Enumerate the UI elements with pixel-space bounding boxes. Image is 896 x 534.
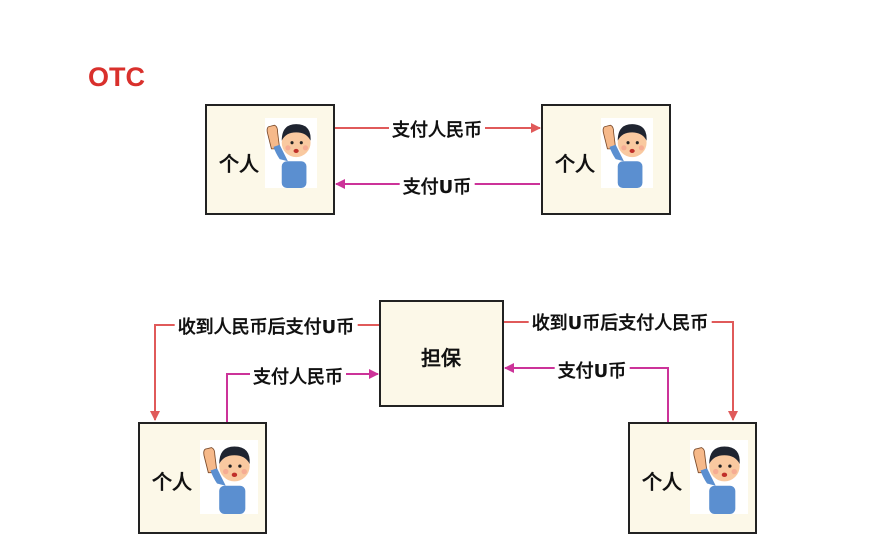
node-label: 个人	[555, 152, 595, 176]
otc-edge-label-pay-u: 支付U币	[399, 173, 475, 199]
person-waving-icon	[601, 118, 653, 188]
otc-edge-label-pay-rmb: 支付人民币	[389, 116, 485, 142]
escrow-edge-label-right-out: 收到U币后支付人民币	[528, 309, 712, 335]
escrow-right-person-node: 个人	[628, 422, 757, 534]
escrow-edge-label-right-in: 支付U币	[554, 357, 630, 383]
node-label: 个人	[642, 470, 682, 494]
otc-right-person-node: 个人	[541, 104, 671, 215]
person-waving-icon	[265, 118, 317, 188]
page-title: OTC	[88, 62, 145, 92]
person-waving-icon	[690, 440, 748, 514]
person-waving-icon	[200, 440, 258, 514]
node-label: 担保	[421, 346, 461, 370]
escrow-edge-label-left-out: 收到人民币后支付U币	[174, 313, 358, 339]
escrow-center-node: 担保	[379, 300, 504, 407]
escrow-edge-label-left-in: 支付人民币	[250, 363, 346, 389]
node-label: 个人	[152, 470, 192, 494]
otc-left-person-node: 个人	[205, 104, 335, 215]
node-label: 个人	[219, 152, 259, 176]
escrow-left-person-node: 个人	[138, 422, 267, 534]
